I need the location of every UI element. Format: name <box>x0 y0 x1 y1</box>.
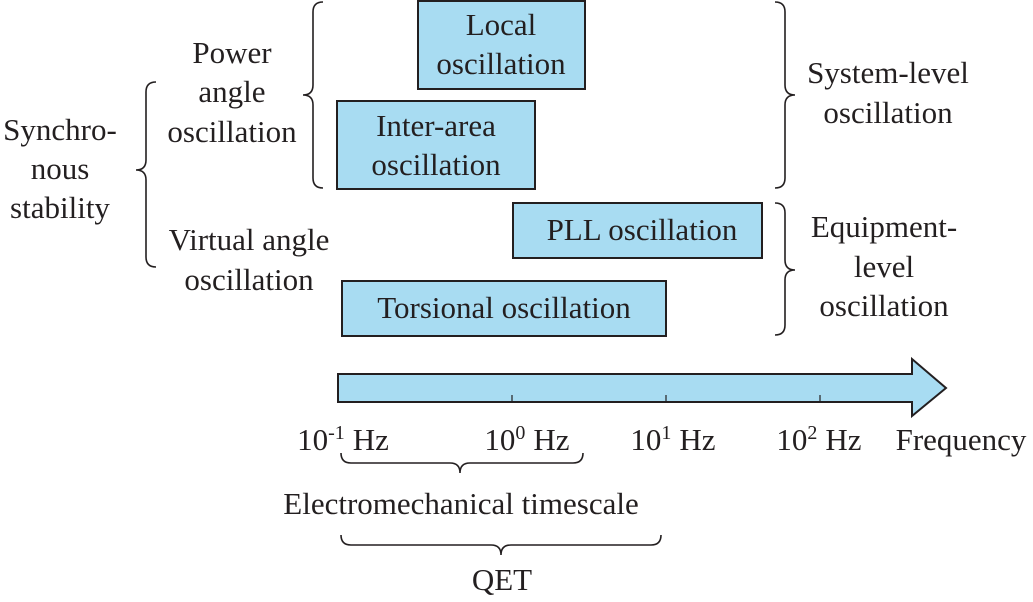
equipment-level-brace <box>774 202 796 336</box>
equipment-level-label: Equipment- level oscillation <box>811 209 957 323</box>
synchronous-brace <box>135 81 157 268</box>
frequency-axis-label: Frequency <box>896 422 1027 457</box>
synchronous-line-2: nous <box>31 151 90 186</box>
local-line-1: Local <box>466 7 537 42</box>
synchronous-line-1: Synchro- <box>3 112 117 147</box>
electromechanical-brace <box>340 452 584 474</box>
system-level-label: System-level oscillation <box>807 55 969 130</box>
virtual-angle-label: Virtual angle oscillation <box>169 222 330 297</box>
power-angle-line-2: angle <box>198 74 265 109</box>
inter-area-line-2: oscillation <box>371 147 501 182</box>
pll-oscillation-box: PLL oscillation <box>512 202 763 259</box>
virtual-angle-line-1: Virtual angle <box>169 222 330 257</box>
system-level-brace <box>774 1 796 189</box>
local-line-2: oscillation <box>436 46 566 81</box>
qet-label: QET <box>472 562 532 597</box>
torsional-oscillation-box: Torsional oscillation <box>341 280 667 337</box>
virtual-angle-line-2: oscillation <box>184 262 314 297</box>
equipment-level-line-1: Equipment- <box>811 209 957 244</box>
synchronous-stability-label: Synchro- nous stability <box>3 112 117 225</box>
pll-label: PLL oscillation <box>547 212 738 247</box>
synchronous-line-3: stability <box>10 190 110 225</box>
local-oscillation-box: Local oscillation <box>417 0 586 90</box>
system-level-line-1: System-level <box>807 55 969 90</box>
frequency-arrow <box>337 356 948 419</box>
qet-brace <box>340 534 662 556</box>
equipment-level-line-3: oscillation <box>819 288 949 323</box>
power-angle-line-1: Power <box>192 35 272 70</box>
inter-area-oscillation-box: Inter-area oscillation <box>336 100 536 190</box>
power-angle-line-3: oscillation <box>167 114 297 149</box>
equipment-level-line-2: level <box>854 249 914 284</box>
inter-area-line-1: Inter-area <box>376 108 496 143</box>
power-angle-brace <box>302 1 324 189</box>
electromechanical-timescale-label: Electromechanical timescale <box>283 486 638 521</box>
system-level-line-2: oscillation <box>823 95 953 130</box>
power-angle-label: Power angle oscillation <box>167 35 297 149</box>
torsional-label: Torsional oscillation <box>377 290 631 325</box>
